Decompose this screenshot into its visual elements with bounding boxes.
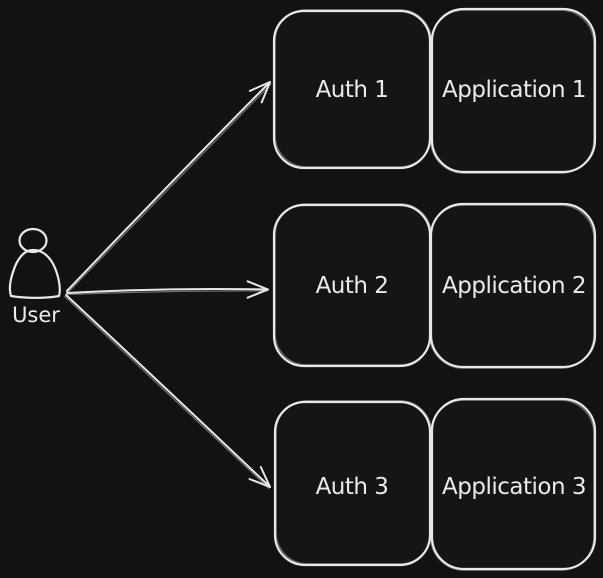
arrow-user-to-auth-3[interactable] xyxy=(64,294,271,490)
application-3-label: Application 3 xyxy=(442,474,586,500)
arrow-user-to-auth-2[interactable] xyxy=(66,280,269,299)
application-2-box-overdraw xyxy=(429,204,595,369)
auth-3-box xyxy=(273,400,432,567)
arrow-1-shaft xyxy=(66,81,271,292)
application-1-label: Application 1 xyxy=(442,77,586,103)
arrow-2-shaft xyxy=(66,287,269,294)
auth-1-node[interactable]: Auth 1 xyxy=(272,9,432,170)
application-1-node[interactable]: Application 1 xyxy=(430,7,597,174)
auth-3-label: Auth 3 xyxy=(316,474,389,500)
application-3-box xyxy=(430,397,597,571)
user-head-shape xyxy=(18,227,48,254)
arrow-3-head xyxy=(248,466,271,488)
arrow-user-to-auth-1[interactable] xyxy=(66,81,272,293)
arrow-2-shaft-overdraw xyxy=(66,290,268,296)
application-3-box-overdraw xyxy=(430,399,595,571)
auth-3-node[interactable]: Auth 3 xyxy=(273,400,432,567)
auth-1-label: Auth 1 xyxy=(316,77,389,103)
application-2-label: Application 2 xyxy=(442,273,586,299)
application-1-box-overdraw xyxy=(430,9,595,174)
auth-2-node[interactable]: Auth 2 xyxy=(272,203,432,368)
user-icon[interactable] xyxy=(8,227,61,299)
arrow-2-head xyxy=(246,280,269,299)
user-body-shape xyxy=(8,248,61,299)
arrow-3-shaft xyxy=(65,294,271,488)
application-1-box xyxy=(430,7,597,174)
arrow-1-shaft-overdraw xyxy=(67,83,272,293)
arrow-3-shaft-overdraw xyxy=(64,295,270,490)
application-2-node[interactable]: Application 2 xyxy=(429,202,597,369)
auth-2-label: Auth 2 xyxy=(316,273,389,299)
auth-1-box xyxy=(272,9,432,170)
application-2-box xyxy=(429,202,597,369)
application-3-node[interactable]: Application 3 xyxy=(430,397,597,571)
arrow-1-head xyxy=(248,81,271,104)
user-label: User xyxy=(12,303,60,327)
